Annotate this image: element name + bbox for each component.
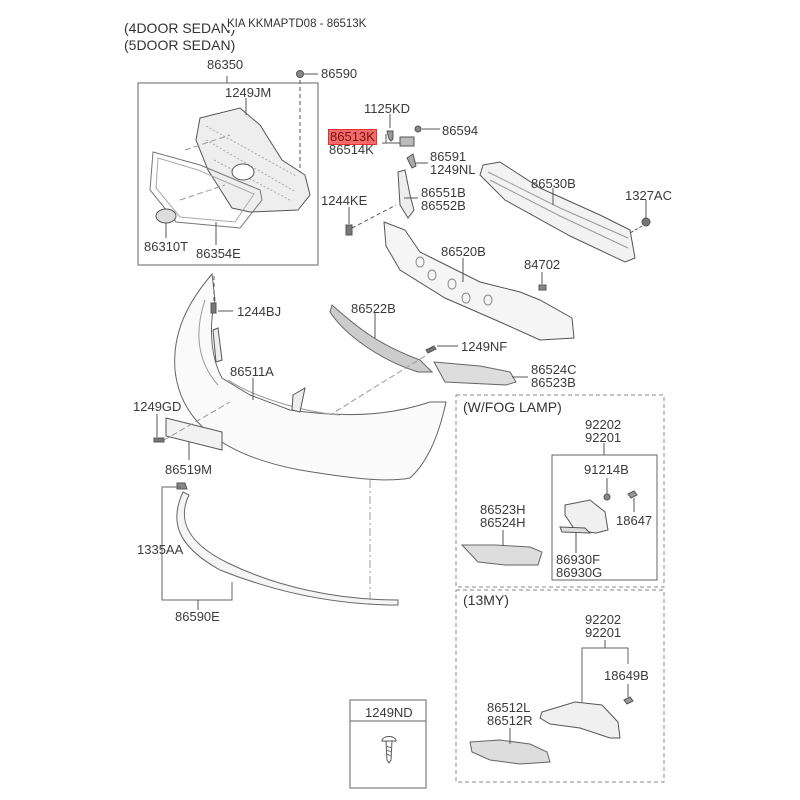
callout-86350[interactable]: 86350 <box>207 57 244 72</box>
callout-86590E[interactable]: 86590E <box>175 609 220 624</box>
callout-86594[interactable]: 86594 <box>442 123 479 138</box>
callout-86514K[interactable]: 86514K <box>329 142 374 157</box>
lower-lip-icon <box>177 492 398 605</box>
bracket-1335AA-86590E <box>162 487 232 600</box>
page-title: KIA KKMAPTD08 - 86513K <box>227 18 367 30</box>
callout-86512L[interactable]: 86512L <box>487 700 531 715</box>
callout-86310T[interactable]: 86310T <box>144 239 189 254</box>
clip-86590-icon <box>297 71 304 78</box>
callout-1125KD[interactable]: 1125KD <box>364 101 411 116</box>
radiator-grille-icon <box>196 108 310 212</box>
clip-1335AA-icon <box>177 483 187 489</box>
callout-86523B[interactable]: 86523B <box>531 375 576 390</box>
callout-1249GD[interactable]: 1249GD <box>133 399 182 414</box>
13my-section-box <box>456 590 664 782</box>
nut-1327AC-icon <box>642 218 650 226</box>
13my-header: (13MY) <box>463 592 509 608</box>
callout-86930F[interactable]: 86930F <box>556 552 601 567</box>
callout-86519M[interactable]: 86519M <box>165 462 212 477</box>
callout-86524H[interactable]: 86524H <box>480 515 526 530</box>
callout-86590[interactable]: 86590 <box>321 66 358 81</box>
license-bracket-icon <box>166 418 222 450</box>
callout-1249NL[interactable]: 1249NL <box>430 162 476 177</box>
side-grille-icon <box>434 362 516 385</box>
bolt-1244KE-icon <box>346 225 352 235</box>
callout-fog-92202[interactable]: 92202 <box>585 417 622 432</box>
bulb-18649B-icon <box>624 697 633 704</box>
callout-fog-92201[interactable]: 92201 <box>585 430 622 445</box>
callout-86523H[interactable]: 86523H <box>480 502 526 517</box>
callout-1327AC[interactable]: 1327AC <box>625 188 672 203</box>
callout-1249NF[interactable]: 1249NF <box>461 339 508 354</box>
callout-86524C[interactable]: 86524C <box>531 362 577 377</box>
callout-86552B[interactable]: 86552B <box>421 198 466 213</box>
callout-86930G[interactable]: 86930G <box>556 565 603 580</box>
callout-1244KE[interactable]: 1244KE <box>321 193 368 208</box>
callout-1335AA[interactable]: 1335AA <box>137 542 184 557</box>
callout-18647[interactable]: 18647 <box>616 513 653 528</box>
callout-86354E[interactable]: 86354E <box>196 246 241 261</box>
variant-4door: (4DOOR SEDAN) <box>124 20 236 36</box>
callout-1244BJ[interactable]: 1244BJ <box>237 304 282 319</box>
fog-grille-icon <box>462 545 542 565</box>
bulb-91214B-icon <box>604 494 610 500</box>
bolt-86591-icon <box>407 154 416 168</box>
callout-86551B[interactable]: 86551B <box>421 185 466 200</box>
fog-lamp-header: (W/FOG LAMP) <box>463 399 562 415</box>
nut-86594-icon <box>415 126 421 132</box>
callout-86513K-highlighted[interactable]: 86513K <box>328 129 377 145</box>
callout-13my-92201[interactable]: 92201 <box>585 625 622 640</box>
fog-lamp-icon <box>565 500 608 533</box>
1249ND-box <box>350 700 426 788</box>
callout-86530B[interactable]: 86530B <box>531 176 576 191</box>
grille-surround-icon <box>150 152 262 228</box>
emblem-icon <box>156 209 176 223</box>
grille-group-box <box>138 83 318 265</box>
screw-1249NF-icon <box>426 346 436 353</box>
bumper-cover-icon <box>175 274 446 480</box>
callout-1249ND[interactable]: 1249ND <box>365 705 413 720</box>
bolt-1249GD-icon <box>154 438 164 442</box>
energy-absorber-icon <box>384 222 574 340</box>
lower-grille-icon <box>330 305 432 372</box>
callout-86591[interactable]: 86591 <box>430 149 467 164</box>
screw-1249ND-icon <box>382 737 396 764</box>
callout-1249JM[interactable]: 1249JM <box>225 85 272 100</box>
callout-13my-92202[interactable]: 92202 <box>585 612 622 627</box>
side-bracket-icon <box>398 170 414 218</box>
fog-lamp-section-box <box>456 395 664 587</box>
variant-5door: (5DOOR SEDAN) <box>124 37 236 53</box>
callout-86512R[interactable]: 86512R <box>487 713 533 728</box>
callout-86520B[interactable]: 86520B <box>441 244 486 259</box>
callout-91214B[interactable]: 91214B <box>584 462 629 477</box>
callout-86522B[interactable]: 86522B <box>351 301 396 316</box>
callout-84702[interactable]: 84702 <box>524 257 561 272</box>
bracket-86513K-icon <box>400 137 414 146</box>
clip-84702-icon <box>539 285 546 290</box>
bolt-1244BJ-icon <box>211 303 216 313</box>
bulb-18647-icon <box>628 491 637 498</box>
callout-18649B[interactable]: 18649B <box>604 668 649 683</box>
drl-lamp-icon <box>540 702 620 738</box>
bolt-1125KD-icon <box>387 131 393 141</box>
callout-86511A[interactable]: 86511A <box>230 364 274 379</box>
